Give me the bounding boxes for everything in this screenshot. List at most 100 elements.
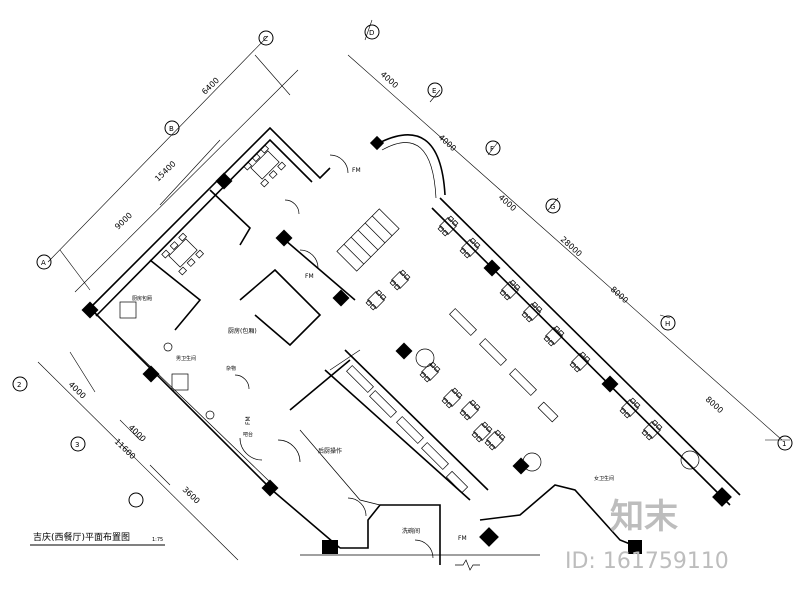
chair xyxy=(531,301,539,309)
room-label-b: 男卫生间 xyxy=(176,355,196,362)
dining-table xyxy=(484,429,506,451)
dining-table xyxy=(419,361,441,383)
chair xyxy=(484,439,492,447)
kitchen-counters xyxy=(346,308,559,494)
chair xyxy=(375,289,383,297)
drawing-title: 吉庆(西餐厅)平面布置图 1:75 xyxy=(30,531,165,546)
chair xyxy=(488,443,496,451)
room-label-wash: 洗碗间 xyxy=(402,527,420,535)
chair xyxy=(629,397,637,405)
axis-bubble-extra xyxy=(128,492,144,508)
chair xyxy=(579,351,587,359)
chair xyxy=(379,293,387,301)
dim-4000-mid: 4000 xyxy=(127,423,148,444)
svg-text:B: B xyxy=(169,125,174,133)
dining-table xyxy=(641,419,663,441)
chair xyxy=(469,237,477,245)
dim-15400: 15400 xyxy=(153,159,178,183)
chair xyxy=(451,387,459,395)
dining-table xyxy=(437,215,459,237)
chair xyxy=(451,219,459,227)
door-tag: FM xyxy=(352,167,361,174)
dim-4000-left: 4000 xyxy=(67,380,88,401)
chair xyxy=(437,225,445,233)
chair xyxy=(655,423,663,431)
watermark: 知末 ID: 161759110 xyxy=(565,497,729,574)
chair xyxy=(481,421,489,429)
chair xyxy=(645,433,653,441)
dining-table xyxy=(365,289,387,311)
scale-text: 1:75 xyxy=(152,537,163,543)
outer-walls xyxy=(89,126,741,565)
chair xyxy=(473,241,481,249)
door-tags: FM FM FM FM xyxy=(245,167,467,542)
axis-bubble-2: 2 xyxy=(12,376,28,392)
chair xyxy=(583,355,591,363)
dim-8000-b: 8000 xyxy=(704,395,725,415)
dining-tables xyxy=(365,215,663,451)
axis-bubble-d: D xyxy=(364,24,380,40)
door-tag: FM xyxy=(245,416,252,425)
chair xyxy=(455,391,463,399)
chair xyxy=(573,365,581,373)
chair xyxy=(475,435,483,443)
dim-28000: 28000 xyxy=(559,235,584,259)
door-tag: FM xyxy=(458,535,467,542)
svg-text:D: D xyxy=(369,29,374,37)
staircase xyxy=(336,208,400,272)
left-dimension-lines: 6400 15400 9000 xyxy=(47,35,299,293)
dim-4000-c: 4000 xyxy=(497,193,518,213)
axis-bubble-c: C xyxy=(258,30,274,46)
chair xyxy=(399,269,407,277)
dining-table xyxy=(543,325,565,347)
svg-text:F: F xyxy=(490,145,494,153)
chair xyxy=(494,429,502,437)
chair xyxy=(485,425,493,433)
room-labels: 厨房(包厢) 后厨操作 洗碗间 厨房包厢 男卫生间 杂物 吧台 女卫生间 xyxy=(132,295,614,535)
dining-table xyxy=(499,279,521,301)
right-dimension-lines: 4000 4000 4000 28000 8000 8000 xyxy=(347,19,790,441)
break-line xyxy=(455,559,480,571)
dining-table xyxy=(619,397,641,419)
chair xyxy=(429,361,437,369)
watermark-id: ID: 161759110 xyxy=(565,549,729,574)
svg-text:C: C xyxy=(263,35,268,43)
chair xyxy=(521,311,529,319)
watermark-logo: 知末 xyxy=(610,497,678,537)
svg-text:2: 2 xyxy=(17,381,21,389)
toilet-fixture xyxy=(119,301,137,319)
chair xyxy=(553,325,561,333)
chair xyxy=(389,279,397,287)
door-swings xyxy=(234,154,434,559)
axis-bubble-1: 1 xyxy=(777,435,793,451)
chair xyxy=(557,329,565,337)
chair xyxy=(471,431,479,439)
axis-bubble-g: G xyxy=(545,198,561,214)
chair xyxy=(459,247,467,255)
room-label-store: 杂物 xyxy=(226,365,236,372)
dining-table xyxy=(389,269,411,291)
dining-table xyxy=(569,351,591,373)
svg-text:1: 1 xyxy=(782,440,786,448)
chair xyxy=(503,293,511,301)
chair xyxy=(473,403,481,411)
chair xyxy=(509,279,517,287)
chair xyxy=(619,407,627,415)
svg-text:G: G xyxy=(550,203,555,211)
chair xyxy=(423,375,431,383)
chair xyxy=(569,361,577,369)
room-label-a: 厨房包厢 xyxy=(132,295,152,302)
chair xyxy=(499,289,507,297)
chair xyxy=(445,401,453,409)
svg-text:A: A xyxy=(41,259,46,267)
chair xyxy=(463,413,471,421)
svg-text:H: H xyxy=(665,320,670,328)
dim-6400: 6400 xyxy=(200,76,221,97)
chair xyxy=(369,303,377,311)
title-text: 吉庆(西餐厅)平面布置图 xyxy=(33,531,130,543)
axis-bubble-3: 3 xyxy=(70,436,86,452)
dining-table xyxy=(459,399,481,421)
toilet-fixture xyxy=(171,373,189,391)
dim-4000-a: 4000 xyxy=(379,70,400,90)
dim-4000-b: 4000 xyxy=(437,133,458,153)
